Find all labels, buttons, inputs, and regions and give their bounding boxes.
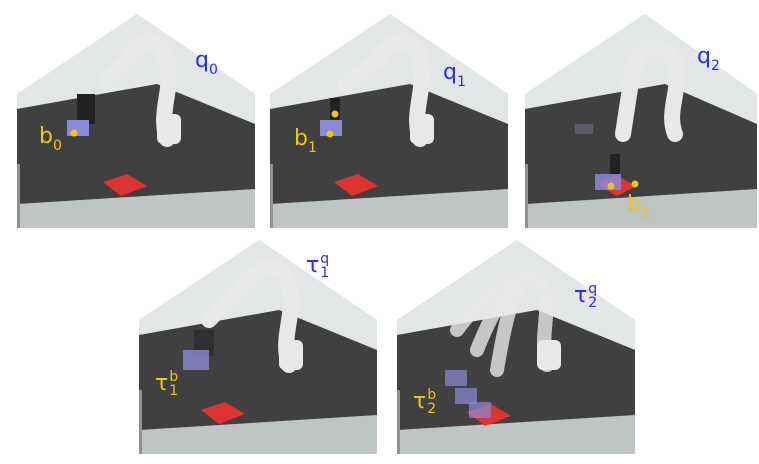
scene-tau2 [397, 240, 635, 454]
config-label-q2: q2 [697, 44, 720, 74]
block [183, 350, 209, 370]
block-label-b1: b1 [294, 126, 317, 156]
target-square [334, 174, 378, 196]
panel-q2: q2 b2 [525, 14, 757, 228]
gripper [77, 94, 95, 124]
scene-q0 [17, 14, 255, 228]
block-label-b0: b0 [39, 124, 62, 154]
block [445, 370, 467, 386]
robot-arm [338, 33, 430, 147]
scene-q1 [270, 14, 508, 228]
block-label-b2: b2 [627, 192, 650, 222]
gripper [194, 330, 214, 356]
block [67, 120, 89, 136]
panel-q0: q0 b0 [17, 14, 255, 228]
config-label-q0: q0 [195, 48, 218, 78]
robot-arm [615, 38, 685, 142]
target-square [201, 402, 245, 424]
block [320, 120, 342, 136]
robot-arm-trajectory [450, 270, 554, 377]
robot-arm [99, 33, 177, 147]
target-square [103, 174, 147, 196]
robot-arm [201, 259, 299, 373]
config-label-q1: q1 [443, 60, 466, 90]
panel-q1: q1 b1 [270, 14, 508, 228]
scene-q2 [525, 14, 757, 228]
scene-tau1 [139, 240, 377, 454]
gripper [610, 154, 620, 174]
